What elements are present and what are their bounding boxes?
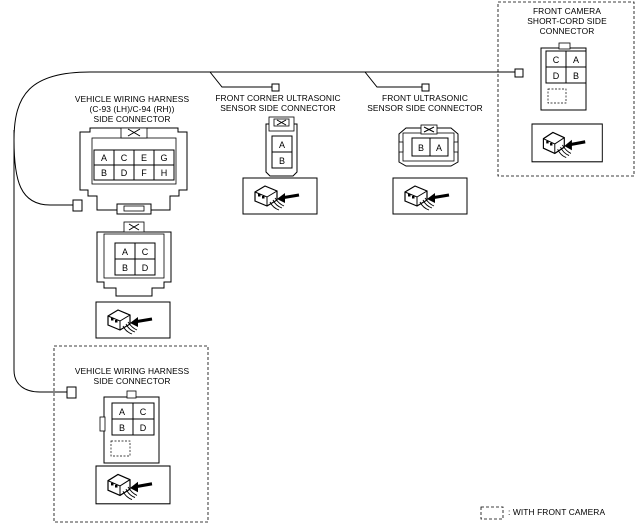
connector-probe-icon bbox=[391, 176, 469, 216]
terminal-bottom bbox=[66, 386, 77, 399]
vehicle-harness-top-line2: (C-93 (LH)/C-94 (RH)) bbox=[89, 104, 175, 114]
pin-label: C bbox=[553, 55, 560, 65]
pin-label: B bbox=[279, 156, 285, 166]
legend-dashed-box bbox=[480, 506, 504, 520]
pin-label: C bbox=[121, 153, 128, 163]
pin-label: A bbox=[279, 140, 285, 150]
connector-probe-icon bbox=[94, 300, 172, 340]
pin-label: B bbox=[101, 168, 107, 178]
harness-8pin-connector bbox=[79, 127, 188, 215]
connector-probe-icon bbox=[94, 464, 172, 506]
camera-dashed-box bbox=[497, 1, 635, 177]
front-corner-label-line2: SENSOR SIDE CONNECTOR bbox=[220, 103, 336, 113]
terminal-corner bbox=[271, 83, 280, 92]
pin-label: B bbox=[418, 143, 424, 153]
pin-label: H bbox=[161, 168, 168, 178]
vehicle-harness-top-line1: VEHICLE WIRING HARNESS bbox=[74, 94, 190, 104]
pin-label: D bbox=[553, 71, 560, 81]
terminal-camera bbox=[514, 68, 524, 78]
vehicle-harness-bottom-label: VEHICLE WIRING HARNESS SIDE CONNECTOR bbox=[62, 366, 202, 386]
pin-label: A bbox=[436, 143, 442, 153]
pin-label: G bbox=[160, 153, 167, 163]
pin-label: D bbox=[142, 263, 149, 273]
corner-2pin-connector bbox=[265, 116, 298, 177]
front-ultrasonic-label-line1: FRONT ULTRASONIC bbox=[382, 93, 468, 103]
front-camera-label: FRONT CAMERA SHORT-CORD SIDE CONNECTOR bbox=[507, 6, 627, 36]
harness-wire-left bbox=[13, 130, 67, 393]
pin-label: C bbox=[142, 247, 149, 257]
pin-label: A bbox=[573, 55, 579, 65]
vehicle-harness-bottom-line2: SIDE CONNECTOR bbox=[93, 376, 171, 386]
pin-label: B bbox=[122, 263, 128, 273]
harness-4pin-connector bbox=[96, 221, 172, 297]
pin-label: C bbox=[140, 407, 147, 417]
front-corner-label: FRONT CORNER ULTRASONIC SENSOR SIDE CONN… bbox=[208, 93, 348, 113]
ultrasonic-2pin-connector bbox=[398, 124, 459, 167]
vehicle-harness-bottom-line1: VEHICLE WIRING HARNESS bbox=[74, 366, 190, 376]
pin-label: B bbox=[573, 71, 579, 81]
bottom-4pin-connector bbox=[99, 390, 160, 464]
vehicle-harness-top-line3: SIDE CONNECTOR bbox=[93, 114, 171, 124]
pin-label: F bbox=[141, 168, 147, 178]
front-ultrasonic-label: FRONT ULTRASONIC SENSOR SIDE CONNECTOR bbox=[355, 93, 495, 113]
front-ultrasonic-label-line2: SENSOR SIDE CONNECTOR bbox=[367, 103, 483, 113]
branch-ultra bbox=[364, 71, 425, 88]
pin-label: E bbox=[141, 153, 147, 163]
front-camera-label-line3: CONNECTOR bbox=[539, 26, 595, 36]
connector-probe-icon bbox=[530, 122, 604, 164]
front-corner-label-line1: FRONT CORNER ULTRASONIC bbox=[215, 93, 341, 103]
front-camera-label-line2: SHORT-CORD SIDE bbox=[527, 16, 607, 26]
terminal-ultra bbox=[421, 83, 430, 92]
pin-label: D bbox=[121, 168, 128, 178]
bottom-dashed-box bbox=[53, 345, 209, 523]
pin-label: B bbox=[119, 423, 125, 433]
pin-label: A bbox=[122, 247, 128, 257]
pin-label: D bbox=[140, 423, 147, 433]
legend-label: : WITH FRONT CAMERA bbox=[508, 507, 606, 517]
front-camera-label-line1: FRONT CAMERA bbox=[532, 6, 602, 16]
terminal-harness bbox=[72, 199, 83, 212]
connector-probe-icon bbox=[241, 176, 319, 216]
camera-4pin-connector bbox=[540, 42, 587, 111]
pin-label: A bbox=[119, 407, 125, 417]
pin-label: A bbox=[101, 153, 107, 163]
branch-corner bbox=[209, 71, 275, 88]
vehicle-harness-top-label: VEHICLE WIRING HARNESS (C-93 (LH)/C-94 (… bbox=[62, 94, 202, 124]
